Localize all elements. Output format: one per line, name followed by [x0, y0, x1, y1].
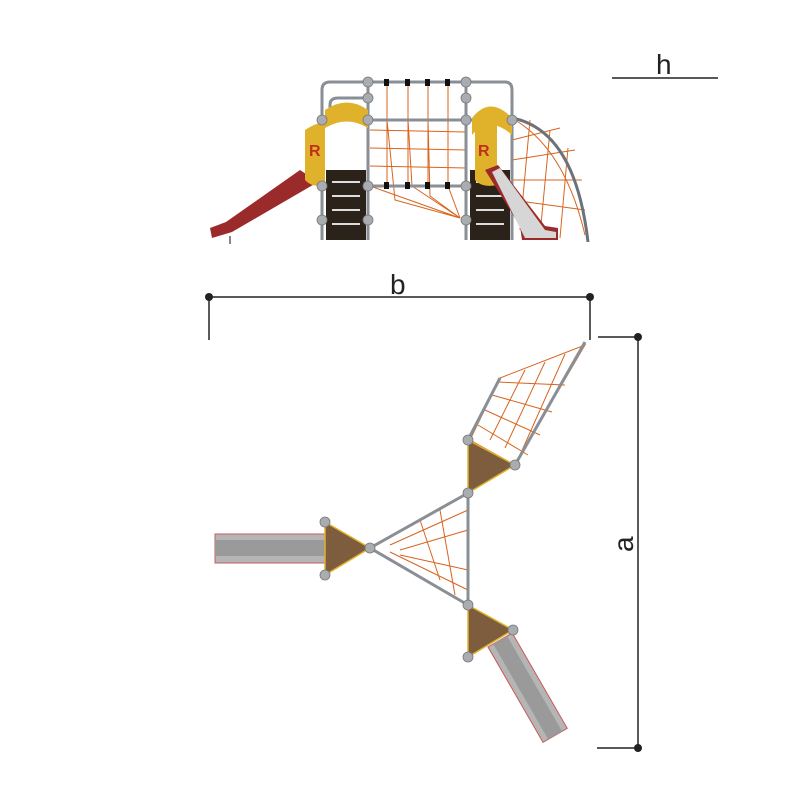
length-label: a — [608, 536, 639, 552]
elevation-view: R R — [210, 76, 590, 244]
plan-center-net — [368, 492, 469, 606]
left-ladder — [326, 170, 366, 240]
width-label: b — [390, 269, 406, 300]
left-panel — [305, 123, 325, 186]
plan-view — [214, 341, 587, 743]
logo-right: R — [478, 143, 490, 160]
plan-left-platform — [324, 520, 372, 577]
dimension-lines — [208, 77, 718, 749]
height-label: h — [656, 49, 672, 80]
arc-bar — [511, 116, 590, 243]
plan-bottom-platform — [467, 603, 515, 659]
left-slide — [210, 170, 318, 238]
plan-top-platform — [467, 438, 517, 495]
logo-left: R — [309, 143, 321, 160]
